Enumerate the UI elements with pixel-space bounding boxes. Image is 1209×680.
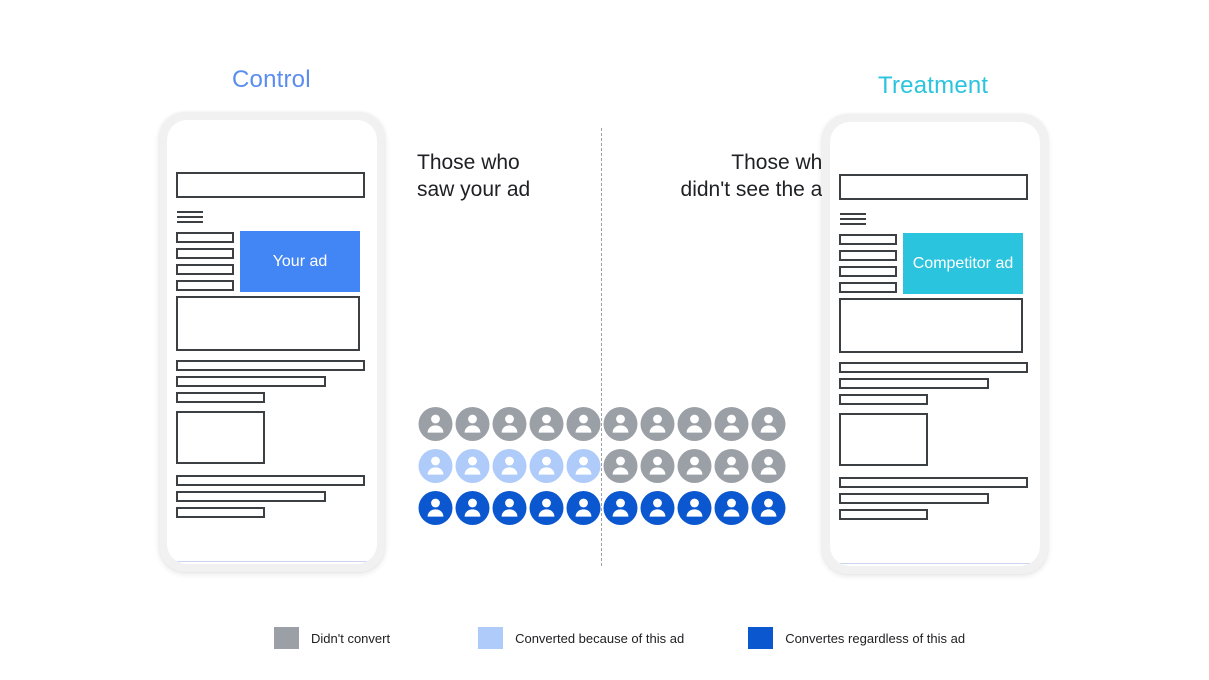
pictogram-row	[417, 406, 787, 442]
text-line-wireframe	[839, 493, 989, 504]
control-phone-mockup: Your ad	[159, 112, 385, 572]
image-placeholder-wireframe	[839, 413, 928, 466]
person-icon	[639, 448, 676, 484]
person-icon	[491, 406, 528, 442]
pictogram-row	[417, 448, 787, 484]
person-icon	[417, 448, 454, 484]
legend-label-converted-because: Converted because of this ad	[515, 630, 685, 646]
person-icon	[602, 406, 639, 442]
text-line-wireframe	[176, 376, 326, 387]
competitor-ad-banner[interactable]: Competitor ad	[903, 233, 1023, 294]
person-icon	[713, 448, 750, 484]
person-icon	[750, 448, 787, 484]
text-line-wireframe	[839, 362, 1028, 373]
text-line-wireframe	[176, 248, 234, 259]
content-block-wireframe	[176, 296, 360, 351]
text-line-wireframe	[176, 280, 234, 291]
hamburger-menu-icon	[840, 213, 866, 227]
control-panel-title: Control	[232, 66, 311, 93]
text-line-wireframe	[176, 475, 365, 486]
treatment-phone-mockup: Competitor ad	[822, 114, 1048, 574]
text-line-wireframe	[176, 491, 326, 502]
competitor-ad-label: Competitor ad	[912, 254, 1014, 272]
group-divider	[601, 128, 602, 566]
person-icon	[676, 490, 713, 526]
person-icon	[602, 448, 639, 484]
person-icon	[639, 406, 676, 442]
treatment-phone-screen: Competitor ad	[830, 122, 1040, 566]
person-icon	[676, 448, 713, 484]
hamburger-menu-icon	[177, 211, 203, 225]
person-icon	[750, 406, 787, 442]
text-line-wireframe	[839, 250, 897, 261]
your-ad-label: Your ad	[272, 252, 328, 270]
text-line-wireframe	[839, 509, 928, 520]
text-line-wireframe	[839, 378, 989, 389]
legend-swatch-didnt-convert	[274, 627, 299, 649]
person-icon	[602, 490, 639, 526]
person-icon	[528, 490, 565, 526]
text-line-wireframe	[839, 477, 1028, 488]
person-icon	[528, 406, 565, 442]
text-line-wireframe	[176, 507, 265, 518]
text-line-wireframe	[176, 264, 234, 275]
person-icon	[417, 490, 454, 526]
legend-swatch-converted-because	[478, 627, 504, 649]
legend-label-didnt-convert: Didn't convert	[311, 630, 391, 646]
image-placeholder-wireframe	[176, 411, 265, 464]
search-bar-wireframe	[176, 172, 365, 198]
group-label-didnt-see-ad: Those who didn't see the ad	[680, 151, 834, 201]
legend-swatch-converted-regardless	[748, 627, 774, 649]
legend-item-converted-because: Converted because of this ad	[478, 627, 684, 649]
person-icon	[454, 448, 491, 484]
person-icon	[528, 448, 565, 484]
person-icon	[565, 406, 602, 442]
text-line-wireframe	[176, 232, 234, 243]
treatment-panel-title: Treatment	[878, 72, 989, 99]
legend-item-didnt-convert: Didn't convert	[274, 627, 390, 649]
text-line-wireframe	[839, 282, 897, 293]
person-icon	[454, 490, 491, 526]
text-line-wireframe	[839, 394, 928, 405]
pictogram-row	[417, 490, 787, 526]
person-icon	[491, 448, 528, 484]
search-bar-wireframe	[839, 174, 1028, 200]
person-icon	[676, 406, 713, 442]
person-icon	[565, 448, 602, 484]
text-line-wireframe	[839, 234, 897, 245]
content-block-wireframe	[839, 298, 1023, 353]
legend-label-converted-regardless: Convertes regardless of this ad	[785, 630, 966, 646]
person-icon	[713, 490, 750, 526]
legend-item-converted-regardless: Convertes regardless of this ad	[748, 627, 965, 649]
people-pictogram-grid	[417, 406, 787, 532]
text-line-wireframe	[176, 360, 365, 371]
person-icon	[639, 490, 676, 526]
person-icon	[713, 406, 750, 442]
text-line-wireframe	[839, 266, 897, 277]
person-icon	[491, 490, 528, 526]
control-phone-screen: Your ad	[167, 120, 377, 564]
your-ad-banner[interactable]: Your ad	[240, 231, 360, 292]
group-label-saw-ad: Those who saw your ad	[417, 151, 531, 201]
person-icon	[417, 406, 454, 442]
text-line-wireframe	[176, 392, 265, 403]
person-icon	[454, 406, 491, 442]
person-icon	[565, 490, 602, 526]
legend: Didn't convert Converted because of this…	[274, 627, 965, 649]
person-icon	[750, 490, 787, 526]
